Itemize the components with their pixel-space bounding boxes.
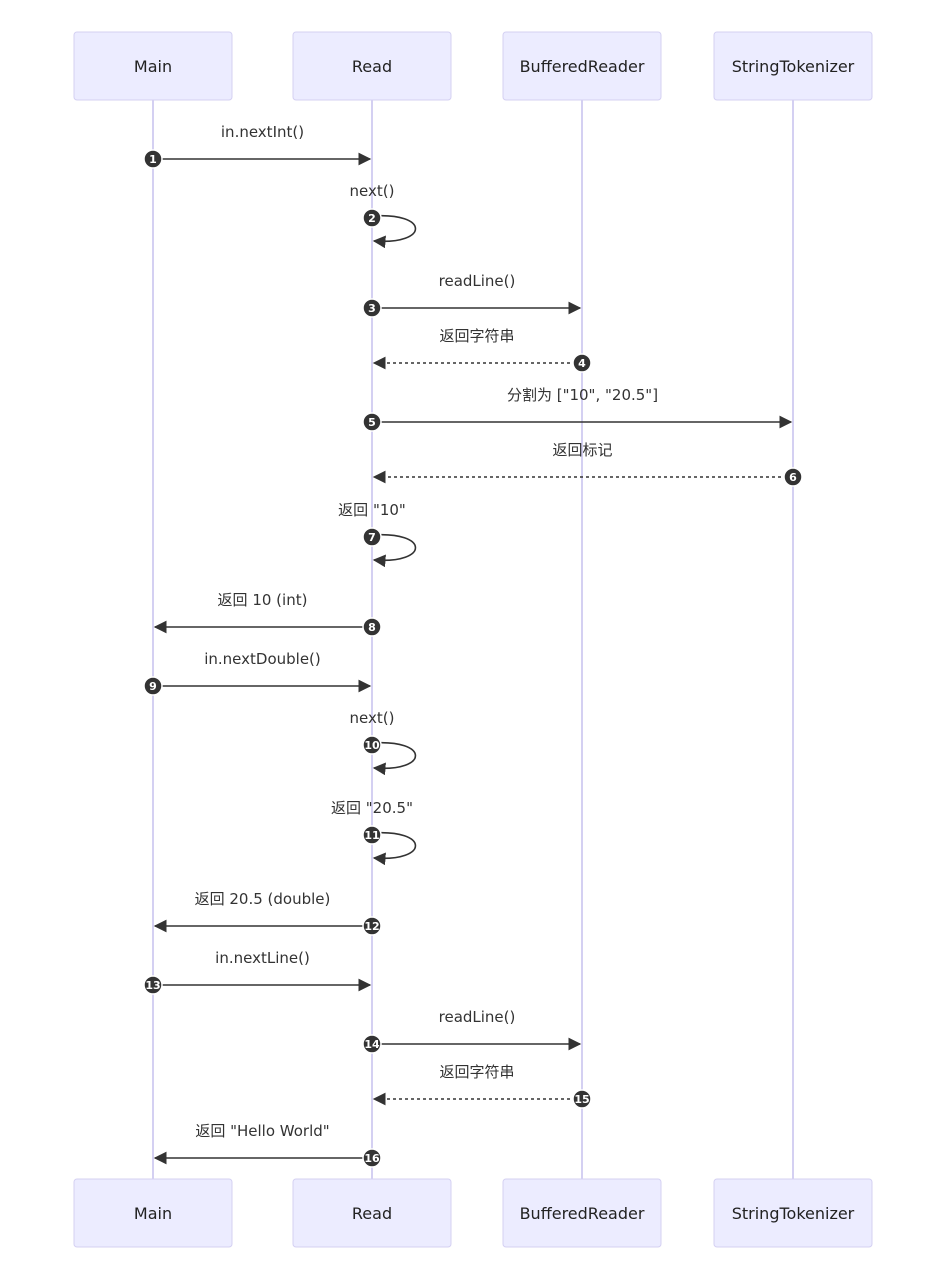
- actor-box: [73, 1178, 233, 1248]
- message-label: 分割为 ["10", "20.5"]: [507, 386, 658, 404]
- sequence-number: 13: [145, 979, 160, 992]
- actor-label: Read: [352, 57, 392, 76]
- actor-label: Read: [352, 1204, 392, 1223]
- actor-box: [292, 1178, 452, 1248]
- actor-read-bottom: Read: [292, 1178, 452, 1248]
- sequence-number-badge: 3: [362, 298, 382, 318]
- actor-box: [292, 31, 452, 101]
- message-3: readLine() 3: [362, 272, 582, 318]
- message-9: in.nextDouble() 9: [143, 650, 372, 696]
- message-arrow: [371, 533, 417, 568]
- actor-box: [713, 1178, 873, 1248]
- message-16: 返回 "Hello World" 16: [153, 1122, 382, 1168]
- message-1: in.nextInt() 1: [143, 123, 372, 169]
- message-label: 返回 "10": [338, 501, 406, 519]
- sequence-number-badge: 2: [362, 208, 382, 228]
- message-label: 返回 10 (int): [218, 591, 308, 609]
- message-13: in.nextLine() 13: [143, 949, 372, 995]
- actor-read-top: Read: [292, 31, 452, 101]
- message-11: 返回 "20.5" 11: [331, 799, 417, 866]
- message-label: readLine(): [439, 272, 516, 290]
- sequence-number: 5: [368, 416, 376, 429]
- actor-label: BufferedReader: [520, 1204, 645, 1223]
- sequence-number: 15: [574, 1093, 589, 1106]
- message-10: next() 10: [350, 709, 417, 776]
- sequence-number-badge: 10: [362, 735, 382, 755]
- message-label: in.nextLine(): [215, 949, 310, 967]
- actor-bufferedreader-top: BufferedReader: [502, 31, 662, 101]
- sequence-number: 14: [364, 1038, 380, 1051]
- sequence-number: 6: [789, 471, 797, 484]
- actor-main-top: Main: [73, 31, 233, 101]
- message-label: 返回 "Hello World": [195, 1122, 329, 1140]
- sequence-number: 7: [368, 531, 376, 544]
- message-label: 返回字符串: [439, 1063, 514, 1081]
- sequence-number-badge: 6: [783, 467, 803, 487]
- sequence-number-badge: 16: [362, 1148, 382, 1168]
- actor-label: Main: [134, 1204, 172, 1223]
- sequence-number: 11: [364, 829, 379, 842]
- message-label: readLine(): [439, 1008, 516, 1026]
- sequence-number: 3: [368, 302, 376, 315]
- sequence-number-badge: 7: [362, 527, 382, 547]
- message-15: 返回字符串 15: [372, 1063, 592, 1109]
- sequence-number-badge: 11: [362, 825, 382, 845]
- sequence-number-badge: 15: [572, 1089, 592, 1109]
- message-label: 返回标记: [552, 441, 612, 459]
- sequence-number-badge: 5: [362, 412, 382, 432]
- message-label: 返回 "20.5": [331, 799, 413, 817]
- sequence-number-badge: 4: [572, 353, 592, 373]
- actor-box: [502, 1178, 662, 1248]
- sequence-number-badge: 1: [143, 149, 163, 169]
- message-arrow: [371, 741, 417, 776]
- sequence-number-badge: 9: [143, 676, 163, 696]
- sequence-number: 4: [578, 357, 586, 370]
- message-2: next() 2: [350, 182, 417, 249]
- message-label: in.nextInt(): [221, 123, 304, 141]
- message-arrow: [371, 831, 417, 866]
- actor-label: BufferedReader: [520, 57, 645, 76]
- sequence-number: 9: [149, 680, 157, 693]
- sequence-number: 1: [149, 153, 157, 166]
- actor-label: StringTokenizer: [732, 57, 855, 76]
- message-label: in.nextDouble(): [204, 650, 321, 668]
- sequence-number: 16: [364, 1152, 380, 1165]
- sequence-number-badge: 13: [143, 975, 163, 995]
- actor-box: [73, 31, 233, 101]
- actor-stringtokenizer-bottom: StringTokenizer: [713, 1178, 873, 1248]
- actor-stringtokenizer-top: StringTokenizer: [713, 31, 873, 101]
- sequence-number: 12: [364, 920, 379, 933]
- message-6: 返回标记 6: [372, 441, 803, 487]
- actor-label: Main: [134, 57, 172, 76]
- sequence-number: 10: [364, 739, 380, 752]
- message-arrow: [371, 214, 417, 249]
- sequence-number-badge: 14: [362, 1034, 382, 1054]
- message-label: next(): [350, 709, 395, 727]
- message-8: 返回 10 (int) 8: [153, 591, 382, 637]
- message-label: 返回字符串: [439, 327, 514, 345]
- sequence-number: 8: [368, 621, 376, 634]
- actor-box: [713, 31, 873, 101]
- message-12: 返回 20.5 (double) 12: [153, 890, 382, 936]
- actor-bufferedreader-bottom: BufferedReader: [502, 1178, 662, 1248]
- message-14: readLine() 14: [362, 1008, 582, 1054]
- message-7: 返回 "10" 7: [338, 501, 417, 568]
- message-4: 返回字符串 4: [372, 327, 592, 373]
- sequence-number-badge: 8: [362, 617, 382, 637]
- message-label: 返回 20.5 (double): [195, 890, 331, 908]
- message-5: 分割为 ["10", "20.5"] 5: [362, 386, 793, 432]
- sequence-number-badge: 12: [362, 916, 382, 936]
- actor-main-bottom: Main: [73, 1178, 233, 1248]
- message-label: next(): [350, 182, 395, 200]
- sequence-number: 2: [368, 212, 376, 225]
- actor-box: [502, 31, 662, 101]
- actor-label: StringTokenizer: [732, 1204, 855, 1223]
